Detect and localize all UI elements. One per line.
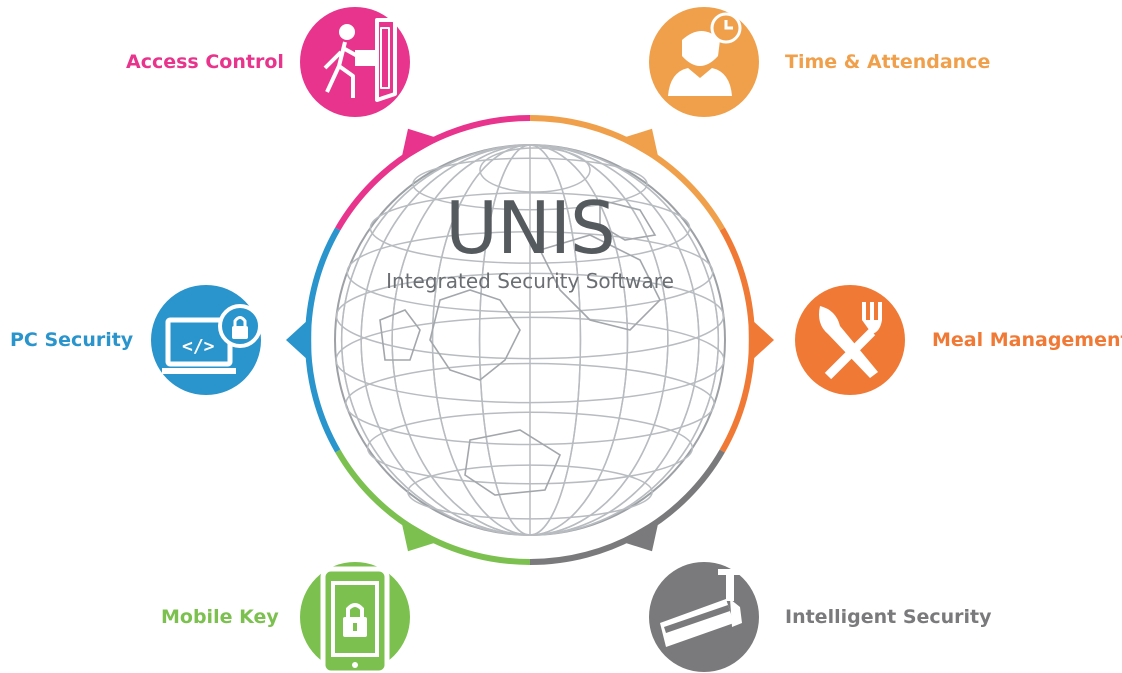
phone-lock-icon xyxy=(320,566,390,673)
ring-segment xyxy=(719,227,755,453)
latitude-line xyxy=(369,192,691,264)
pc-security-icon-badge: </> xyxy=(151,285,262,395)
person-clock-icon xyxy=(668,12,742,96)
center-subtitle: Integrated Security Software xyxy=(386,269,674,293)
label-meal-management: Meal Management xyxy=(932,329,1122,351)
meal-management-icon-badge xyxy=(795,285,905,395)
landmass-outline xyxy=(599,198,657,241)
globe xyxy=(334,144,726,536)
svg-text:</>: </> xyxy=(182,336,215,357)
label-time-attendance: Time & Attendance xyxy=(785,51,991,73)
polar-cap xyxy=(479,147,591,193)
ring-segment xyxy=(305,227,341,453)
time-attendance-icon-badge xyxy=(649,7,759,117)
longitude-line xyxy=(340,144,720,536)
ring-notch xyxy=(400,128,441,163)
label-pc-security: PC Security xyxy=(10,329,134,351)
label-access-control: Access Control xyxy=(126,51,284,73)
landmass-outline xyxy=(379,309,421,361)
mobile-key-icon-badge xyxy=(300,562,410,673)
label-intelligent-security: Intelligent Security xyxy=(785,606,992,628)
label-mobile-key: Mobile Key xyxy=(161,606,279,628)
access-control-icon-badge xyxy=(300,7,410,117)
ring-notch xyxy=(748,317,774,363)
monitor-lock-icon: </> xyxy=(162,304,262,374)
latitude-line xyxy=(366,411,694,485)
landmass-outline xyxy=(464,429,562,496)
latitude-line xyxy=(412,157,648,211)
landmass-outline xyxy=(538,234,661,331)
fork-knife-icon xyxy=(819,302,882,380)
intelligent-security-icon-badge xyxy=(649,562,759,672)
ring-notch xyxy=(286,317,312,363)
ring-notch xyxy=(400,517,441,552)
latitude-line xyxy=(335,272,725,360)
ring-notch xyxy=(619,128,660,163)
latitude-line xyxy=(346,231,714,313)
cctv-camera-icon xyxy=(660,569,742,647)
person-door-icon xyxy=(323,18,397,102)
latitude-line xyxy=(335,316,725,404)
latitude-line xyxy=(345,362,715,446)
center-title: UNIS xyxy=(445,186,616,270)
ring-notch xyxy=(619,517,660,552)
landmass-outline xyxy=(429,289,521,381)
latitude-line xyxy=(407,464,653,520)
module-ring xyxy=(286,115,774,565)
